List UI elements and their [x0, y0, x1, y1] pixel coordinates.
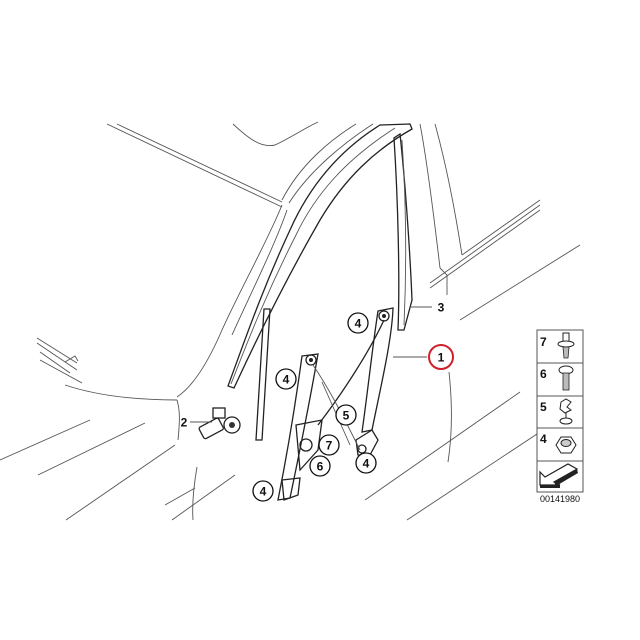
parts-legend: 7 6 5 4 00141980	[536, 329, 584, 504]
stud-bolt-icon	[557, 332, 575, 359]
window-regulator	[277, 307, 427, 501]
car-body-outline	[0, 121, 581, 521]
callout-5[interactable]: 5	[343, 409, 350, 423]
legend-label-4: 4	[540, 432, 547, 446]
screw-icon	[558, 365, 574, 391]
diagram-code: 00141980	[540, 494, 580, 504]
callout-4c[interactable]: 4	[363, 457, 370, 471]
callout-3[interactable]: 3	[438, 301, 445, 315]
callout-4b[interactable]: 4	[283, 373, 290, 387]
legend-label-6: 6	[540, 367, 547, 381]
callout-4d[interactable]: 4	[260, 485, 267, 499]
highlight-circle	[428, 344, 454, 370]
callout-2[interactable]: 2	[181, 416, 188, 430]
callout-4a[interactable]: 4	[355, 317, 362, 331]
window-frame-seal	[227, 123, 413, 441]
callout-1[interactable]: 1	[438, 351, 445, 365]
callout-6[interactable]: 6	[317, 460, 324, 474]
direction-arrow-icon	[539, 463, 579, 488]
clip-icon	[559, 398, 573, 425]
callouts: 1 2 3 4 4 4 4 5 6 7	[181, 301, 454, 502]
legend-label-5: 5	[540, 400, 547, 414]
window-motor	[190, 407, 241, 440]
legend-label-7: 7	[540, 335, 547, 349]
hex-nut-icon	[555, 436, 577, 454]
callout-7[interactable]: 7	[326, 439, 333, 453]
